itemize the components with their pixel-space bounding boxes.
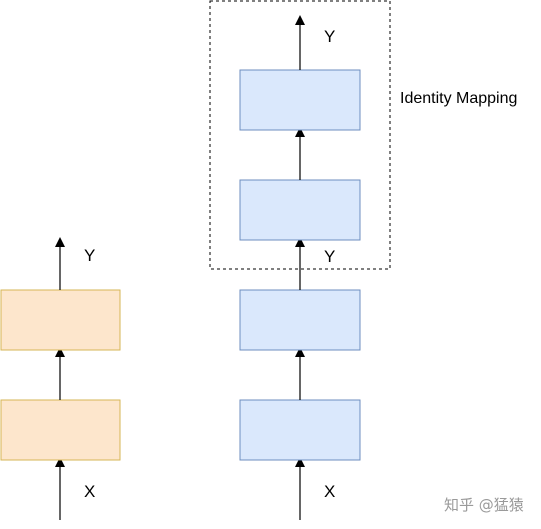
deep-layer-1 xyxy=(239,399,361,461)
identity-mapping-label: Identity Mapping xyxy=(400,90,517,107)
shallow-input-label: X xyxy=(84,482,95,501)
deep-layer-4 xyxy=(239,69,361,131)
deep-output-label: Y xyxy=(324,27,335,46)
shallow-layer-1 xyxy=(0,399,121,461)
deep-network: Y Y X xyxy=(239,15,361,520)
shallow-output-label: Y xyxy=(84,246,95,265)
identity-mapping-group xyxy=(209,0,391,270)
shallow-network: Y X xyxy=(0,237,121,520)
deep-input-label: X xyxy=(324,482,335,501)
deep-layer-2 xyxy=(239,289,361,351)
shallow-layer-2 xyxy=(0,289,121,351)
watermark: 知乎 @猛猿 xyxy=(444,496,524,514)
deep-layer-3 xyxy=(239,179,361,241)
deep-mid-label: Y xyxy=(324,247,335,266)
